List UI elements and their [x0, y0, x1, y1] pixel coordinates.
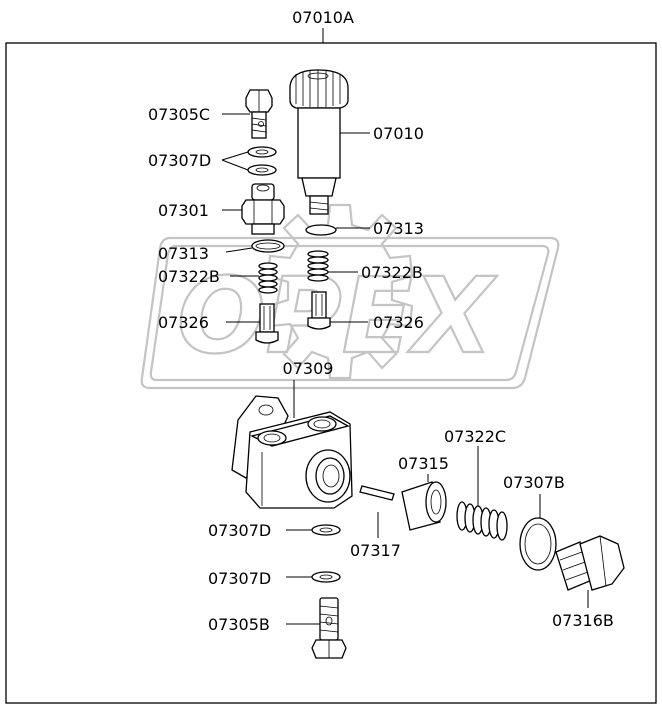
label-bolt-top: 07305C: [148, 105, 210, 124]
label-valve-left: 07326: [158, 313, 209, 332]
label-bolt-bottom: 07305B: [208, 615, 270, 634]
oring-right: [305, 224, 337, 236]
pump-body: [289, 69, 349, 215]
label-valve-right: 07326: [373, 313, 424, 332]
washer-lower-2: [311, 571, 341, 583]
fitting: [241, 183, 285, 235]
washer-top-1: [247, 146, 277, 158]
washer-top-2: [247, 164, 277, 176]
pump-housing: [231, 395, 353, 509]
watermark-frame-outer: [140, 236, 560, 390]
assembly-frame: [5, 42, 657, 704]
pin: [359, 485, 395, 501]
label-sleeve: 07315: [398, 454, 449, 473]
label-oring-right: 07313: [373, 219, 424, 238]
label-fitting: 07301: [158, 201, 209, 220]
label-gasket: 07307B: [503, 473, 565, 492]
watermark-text: OPEX: [177, 255, 498, 377]
oring-left: [251, 239, 285, 253]
label-plug: 07316B: [552, 611, 614, 630]
label-spring-left: 07322B: [158, 267, 220, 286]
spring-right: [307, 250, 329, 282]
spring-left: [258, 262, 278, 294]
sleeve: [401, 481, 447, 531]
watermark-frame-inner: [149, 244, 550, 382]
spring-c: [456, 501, 508, 541]
opex-watermark: OPEX: [140, 203, 560, 390]
washer-lower-1: [311, 524, 341, 536]
label-pin: 07317: [350, 541, 401, 560]
label-washers-top: 07307D: [148, 151, 211, 170]
valve-left: [255, 303, 279, 344]
label-washer-lower-1: 07307D: [208, 521, 271, 540]
valve-right: [307, 291, 331, 330]
gasket: [519, 517, 557, 571]
label-washer-lower-2: 07307D: [208, 569, 271, 588]
label-housing: 07309: [283, 359, 334, 378]
bolt-top: [245, 89, 273, 139]
assembly-label: 07010A: [292, 8, 354, 27]
label-oring-left: 07313: [158, 244, 209, 263]
label-pump-body: 07010: [373, 124, 424, 143]
bolt-bottom: [311, 597, 347, 659]
plug: [555, 535, 625, 591]
label-spring-right: 07322B: [361, 263, 423, 282]
label-spring-c: 07322C: [444, 427, 506, 446]
watermark-gear: [266, 203, 414, 380]
